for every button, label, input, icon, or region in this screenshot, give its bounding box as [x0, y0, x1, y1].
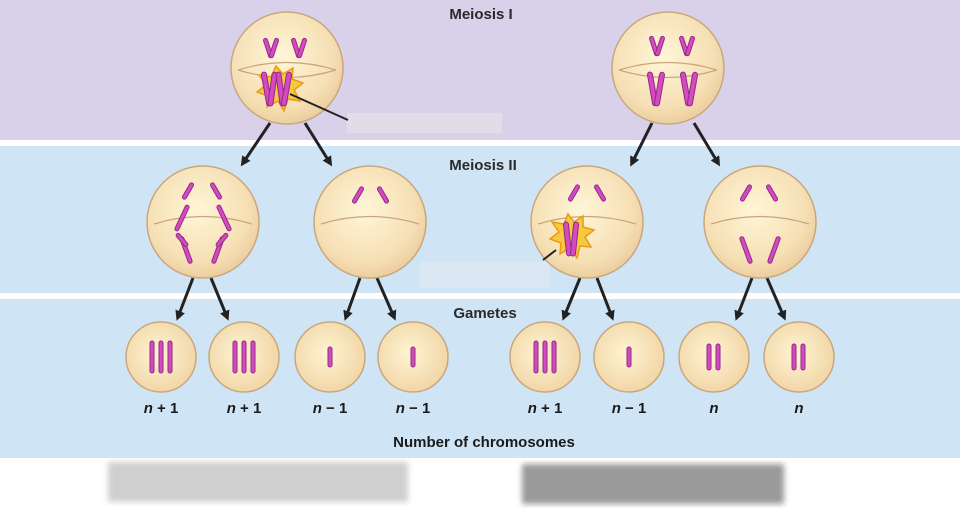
gamete-label: n − 1: [612, 400, 647, 417]
answer-blank[interactable]: [347, 113, 502, 133]
arrow: [630, 122, 654, 167]
gamete-cell: [294, 321, 366, 393]
gamete-label: n: [794, 400, 803, 417]
gamete-cell: [377, 321, 449, 393]
arrow: [734, 277, 754, 321]
arrow: [209, 277, 230, 321]
gamete-label-n: n: [312, 400, 322, 417]
meiosis1-label: Meiosis I: [449, 6, 513, 23]
answer-blank[interactable]: [420, 262, 550, 288]
arrow: [595, 277, 615, 321]
meiosis2-cell: [703, 165, 817, 279]
gamete-label-n: n: [709, 400, 719, 417]
arrow: [175, 277, 195, 321]
gamete-cell: [509, 321, 581, 393]
meiosis2-cell-nondisjunction: [530, 165, 644, 279]
meiosis2-cell: [146, 165, 260, 279]
arrow: [765, 277, 787, 321]
meiosis1-cell-nondisjunction: [230, 11, 349, 125]
gamete-label-n: n: [395, 400, 405, 417]
gamete-label-suffix: − 1: [321, 400, 348, 417]
gamete-cell: [125, 321, 197, 393]
band-divider: [0, 140, 960, 146]
arrow: [375, 277, 397, 321]
arrow: [692, 122, 721, 167]
arrow: [343, 277, 362, 321]
gamete-label: n + 1: [227, 400, 262, 417]
meiosis2-label: Meiosis II: [449, 157, 517, 174]
meiosis1-cell-normal: [611, 11, 725, 125]
arrow: [240, 122, 272, 167]
gamete-label-suffix: + 1: [152, 400, 179, 417]
gamete-label: n + 1: [144, 400, 179, 417]
gamete-label-n: n: [226, 400, 236, 417]
arrow: [561, 277, 582, 321]
gamete-label: n − 1: [313, 400, 348, 417]
gamete-label-suffix: + 1: [536, 400, 563, 417]
gamete-label-suffix: + 1: [235, 400, 262, 417]
gamete-cell: [678, 321, 750, 393]
arrow: [303, 122, 333, 167]
answer-blank[interactable]: [108, 462, 408, 502]
meiosis2-cell: [313, 165, 427, 279]
gamete-label-n: n: [794, 400, 804, 417]
chromosome-number-caption: Number of chromosomes: [393, 434, 575, 451]
gamete-label: n − 1: [396, 400, 431, 417]
gamete-cell: [208, 321, 280, 393]
gamete-cell: [593, 321, 665, 393]
gamete-label-n: n: [611, 400, 621, 417]
answer-blank[interactable]: [522, 464, 784, 504]
gamete-label-suffix: − 1: [404, 400, 431, 417]
gamete-cell: [763, 321, 835, 393]
gamete-label-n: n: [527, 400, 537, 417]
gamete-label-n: n: [143, 400, 153, 417]
gamete-label: n + 1: [528, 400, 563, 417]
gamete-label-suffix: − 1: [620, 400, 647, 417]
gamete-label: n: [709, 400, 718, 417]
band-divider: [0, 293, 960, 299]
gametes-label: Gametes: [453, 305, 517, 322]
